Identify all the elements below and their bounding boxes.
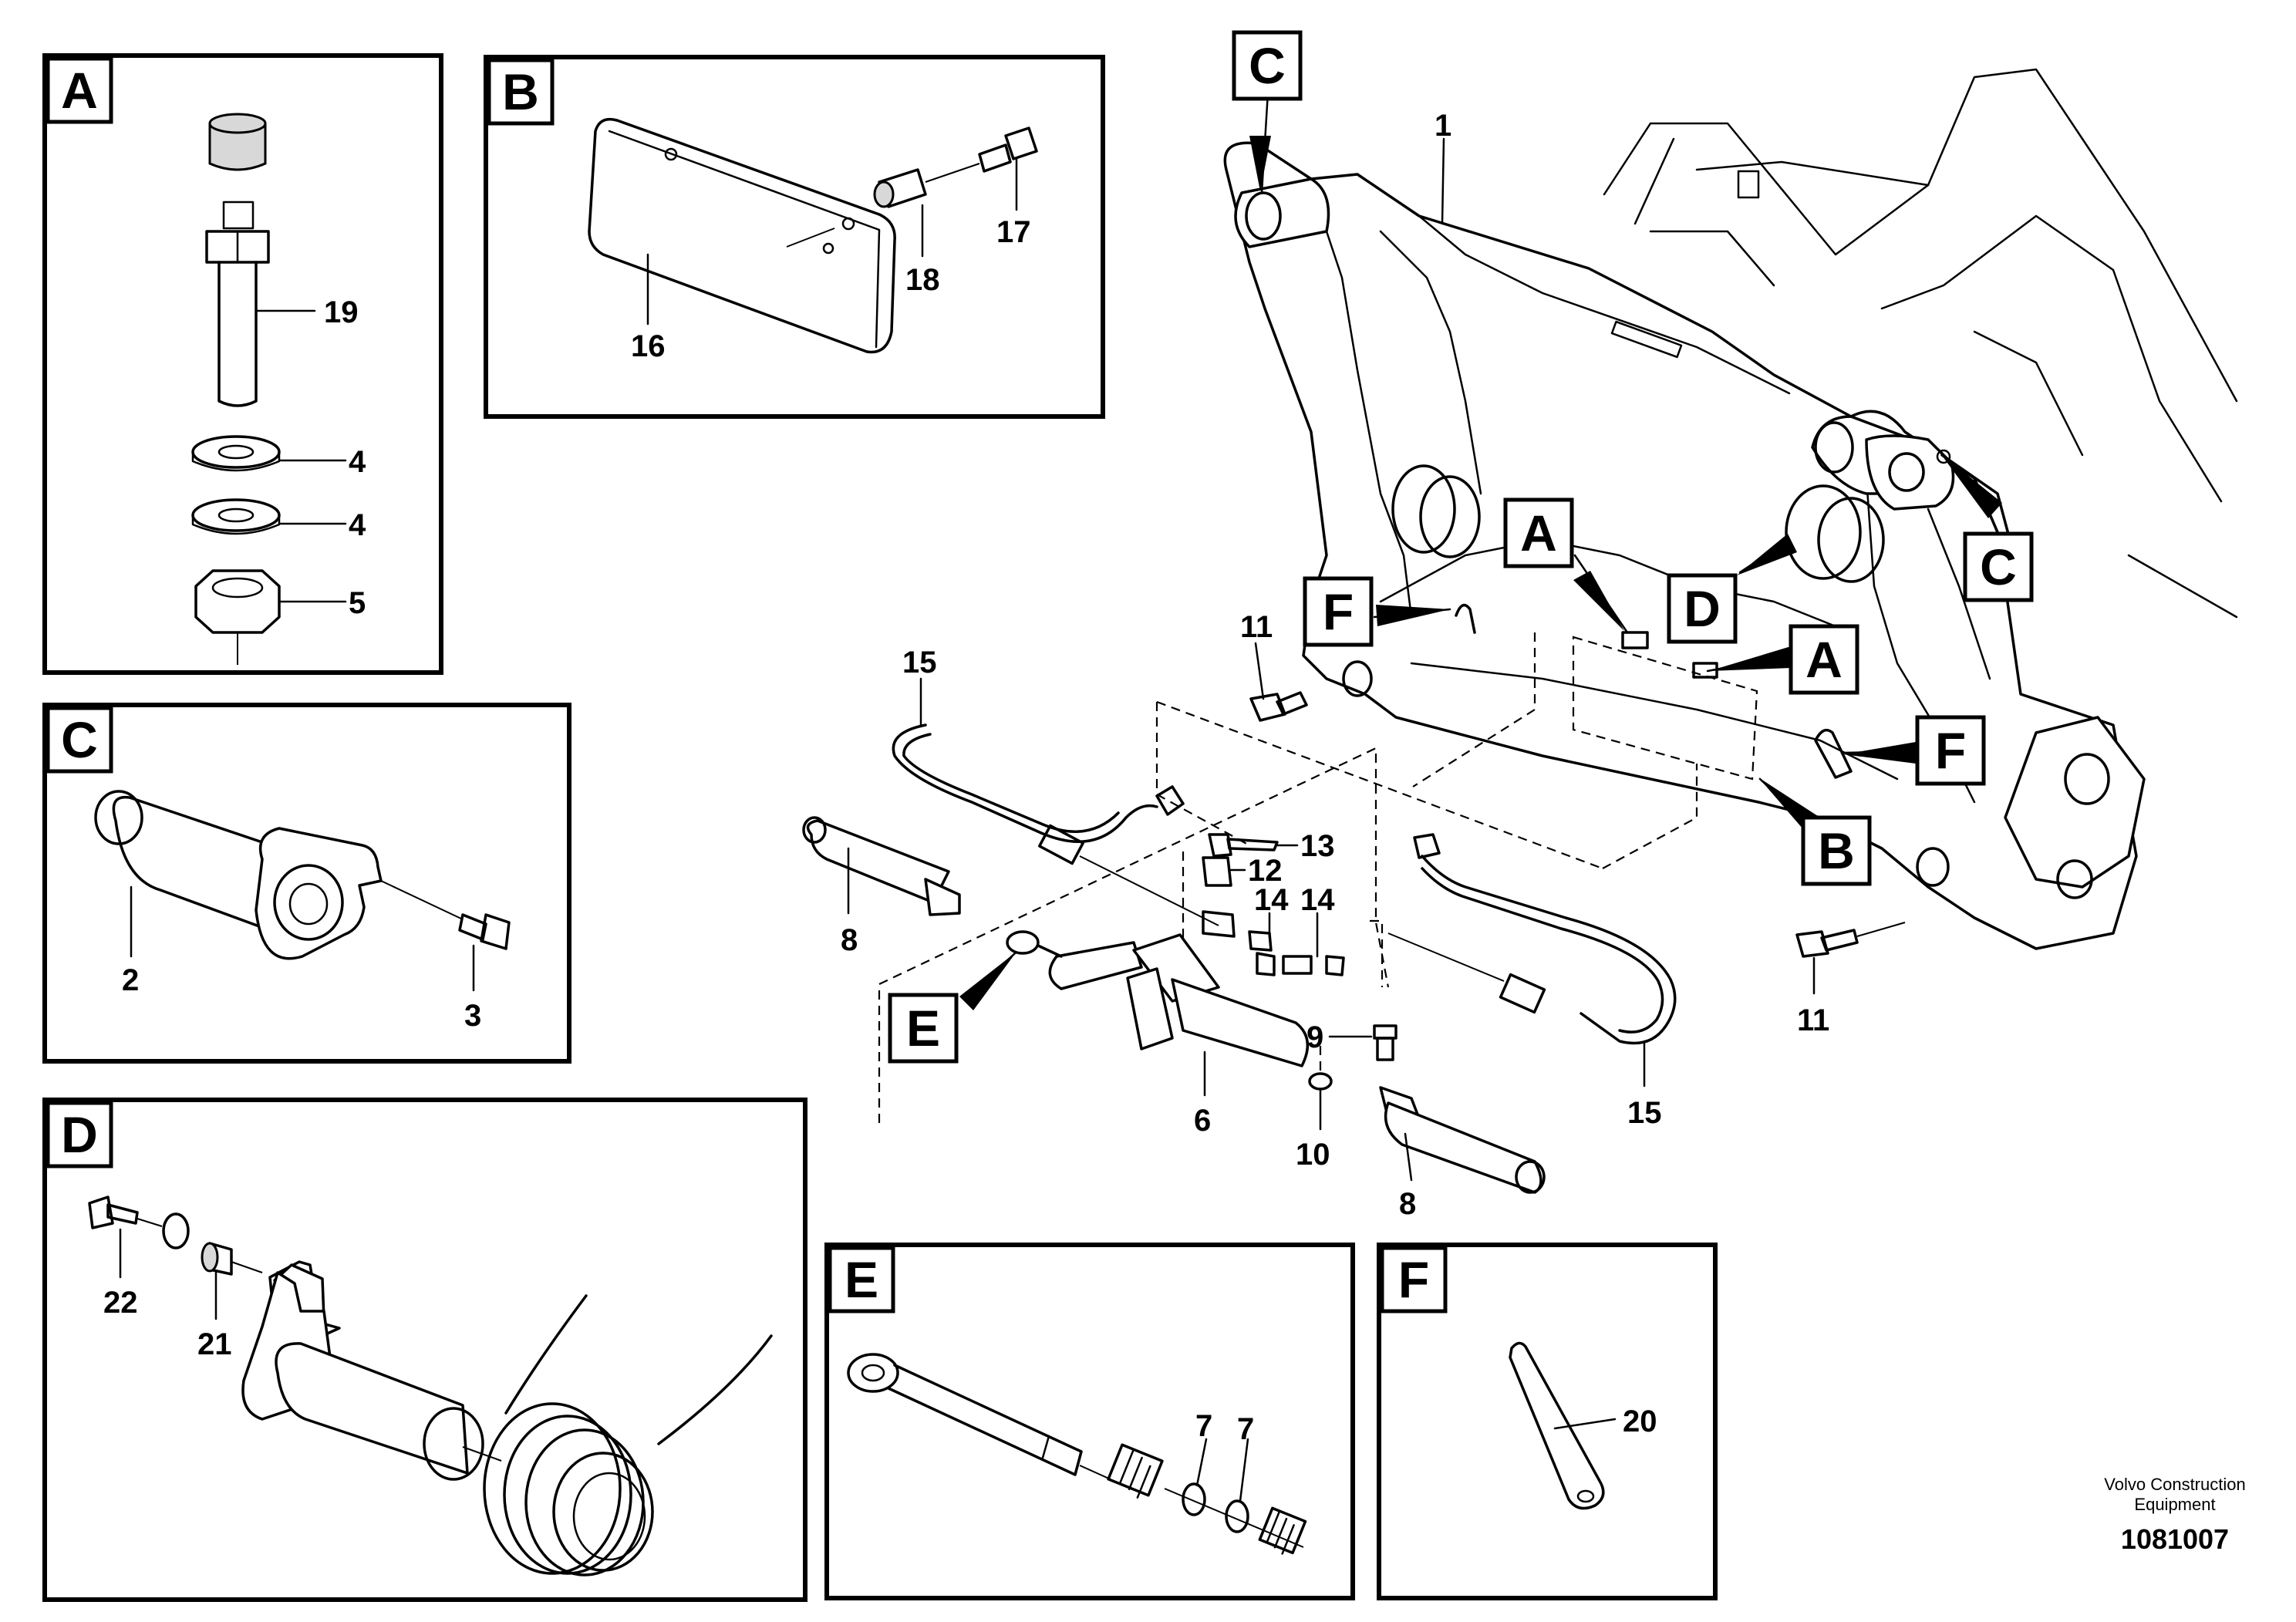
credit-line-1: Volvo Construction (2104, 1475, 2245, 1494)
part-label-11-right: 11 (1797, 1003, 1829, 1037)
part-label-10: 10 (1296, 1138, 1330, 1172)
part-label-21: 21 (197, 1327, 232, 1361)
part-label-8-right: 8 (1399, 1187, 1416, 1221)
part-label-8-left: 8 (841, 923, 858, 957)
part-label-15-right: 15 (1627, 1096, 1662, 1130)
main-callouts: C C A A D F F B E (888, 30, 2034, 1064)
panel-e-tag: E (845, 1251, 878, 1308)
part-label-7a: 7 (1195, 1409, 1212, 1443)
part-label-22: 22 (103, 1286, 138, 1320)
footer: Volvo Construction Equipment 1081007 (2104, 1475, 2245, 1555)
credit-line-2: Equipment (2134, 1495, 2215, 1514)
part-label-2: 2 (122, 963, 139, 997)
part-label-5: 5 (349, 586, 366, 620)
panel-d-tag: D (61, 1106, 98, 1163)
callout-a-right: A (1805, 631, 1843, 688)
callout-f-right: F (1935, 722, 1966, 779)
part-label-14b: 14 (1300, 883, 1335, 917)
panel-b: B 16 17 18 (484, 55, 1105, 419)
callout-c-top: C (1249, 37, 1286, 94)
part-label-4a: 4 (349, 445, 366, 479)
panel-b-tag: B (502, 63, 539, 120)
panel-a-tag: A (61, 62, 98, 119)
part-label-20: 20 (1623, 1404, 1657, 1438)
part-label-17: 17 (996, 215, 1031, 249)
callout-c-right: C (1980, 538, 2017, 595)
panel-a: A 19 4 4 5 (42, 53, 443, 675)
document-number: 1081007 (2121, 1523, 2229, 1555)
part-label-18: 18 (905, 263, 940, 297)
part-label-16: 16 (631, 329, 666, 363)
panel-c-tag: C (61, 711, 98, 768)
part-label-4b: 4 (349, 508, 366, 542)
panel-d: D 22 21 (42, 1098, 807, 1602)
part-label-7b: 7 (1237, 1412, 1254, 1446)
part-label-19: 19 (324, 295, 359, 329)
part-label-6: 6 (1194, 1104, 1211, 1138)
part-label-12: 12 (1248, 854, 1283, 888)
callout-b: B (1818, 822, 1855, 879)
callout-d: D (1684, 580, 1721, 637)
panel-f-tag: F (1398, 1251, 1429, 1308)
part-label-15-left: 15 (902, 646, 937, 679)
part-label-13: 13 (1300, 829, 1335, 863)
panel-c: C 2 3 (42, 703, 571, 1064)
main-assembly (802, 68, 2238, 1194)
part-label-9: 9 (1306, 1020, 1323, 1054)
part-label-14a: 14 (1254, 883, 1289, 917)
panel-e: E 7 7 (824, 1243, 1355, 1600)
panel-f: F 20 (1377, 1243, 1718, 1600)
main-part-numbers: 1 11 11 15 15 13 12 14 14 8 8 9 10 6 (841, 109, 1829, 1221)
callout-f-left: F (1323, 583, 1354, 640)
part-label-3: 3 (464, 999, 481, 1033)
part-label-1: 1 (1435, 109, 1451, 143)
part-label-11-left: 11 (1240, 610, 1273, 644)
callout-e: E (906, 1000, 940, 1057)
callout-a-left: A (1520, 504, 1557, 561)
